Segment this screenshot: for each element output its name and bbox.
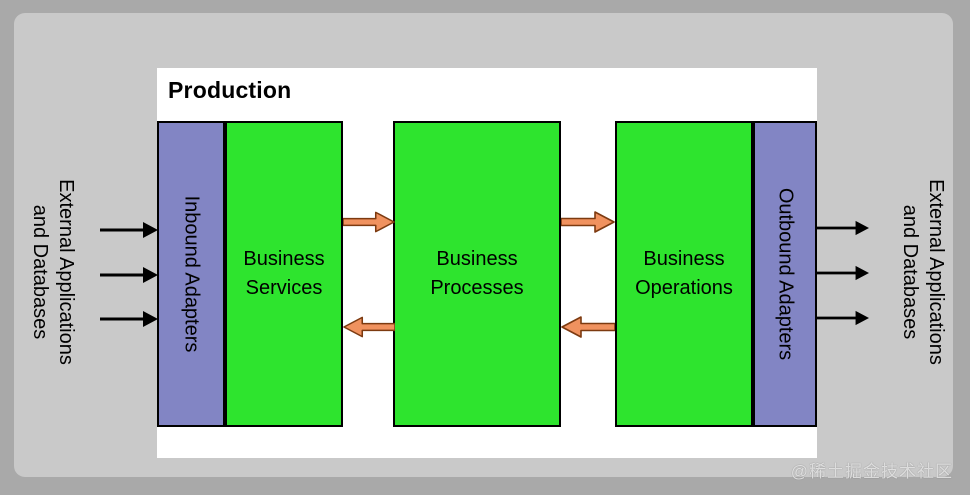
business-operations-box: Business Operations <box>615 121 753 427</box>
external-apps-left-line2: and Databases <box>29 204 51 340</box>
business-processes-box: Business Processes <box>393 121 561 427</box>
production-container: Production Inbound Adapters Business Ser… <box>157 68 817 458</box>
outbound-adapters-box: Outbound Adapters <box>753 121 817 427</box>
business-operations-line1: Business <box>643 248 725 270</box>
flow-arrow-right-icon <box>561 211 615 233</box>
flow-arrow-right-icon <box>343 211 395 233</box>
outbound-arrow-icon <box>817 220 869 236</box>
external-apps-right-line1: External Applications <box>925 179 947 365</box>
inbound-arrow-icon <box>100 311 158 327</box>
external-apps-right-line2: and Databases <box>899 204 921 340</box>
business-services-line2: Services <box>245 277 323 299</box>
business-services-line1: Business <box>243 248 325 270</box>
business-processes-line1: Business <box>436 248 518 270</box>
flow-arrow-left-icon <box>561 316 615 338</box>
external-apps-right-label: External Applications and Databases <box>897 179 949 365</box>
outbound-arrow-icon <box>817 310 869 326</box>
flow-arrow-left-icon <box>343 316 395 338</box>
inbound-adapters-box: Inbound Adapters <box>157 121 225 427</box>
inbound-arrow-icon <box>100 267 158 283</box>
business-services-box: Business Services <box>225 121 343 427</box>
outbound-adapters-label: Outbound Adapters <box>774 187 797 361</box>
inbound-adapters-label: Inbound Adapters <box>180 195 203 353</box>
business-operations-line2: Operations <box>635 277 733 299</box>
production-title: Production <box>168 77 292 103</box>
outbound-arrow-icon <box>817 265 869 281</box>
inbound-arrow-icon <box>100 222 158 238</box>
watermark: @稀土掘金技术社区 <box>790 462 953 481</box>
external-apps-left-label: External Applications and Databases <box>27 179 79 365</box>
external-apps-left-line1: External Applications <box>55 179 77 365</box>
business-processes-line2: Processes <box>430 277 524 299</box>
